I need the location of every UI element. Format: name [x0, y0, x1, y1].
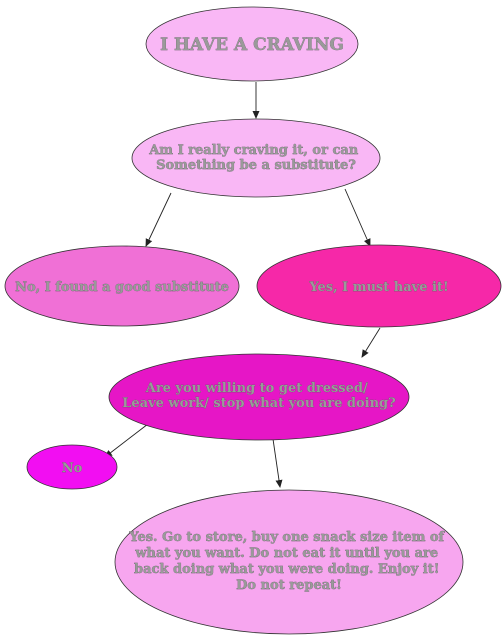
must-have-text: Yes, I must have it! — [308, 280, 448, 295]
arrow-willing-to-yes — [272, 438, 283, 488]
found-substitute-node: No, I found a good substitute — [4, 245, 240, 327]
substitute-question-node: Am I really craving it, or can Something… — [131, 118, 381, 198]
yes-store-ellipse — [114, 489, 464, 635]
craving-node: I HAVE A CRAVING — [145, 6, 359, 82]
craving-ellipse — [145, 6, 359, 82]
arrow-willing-to-no — [104, 423, 149, 458]
found-substitute-text: No, I found a good substitute — [15, 280, 229, 295]
arrow-question-to-substitute — [145, 192, 172, 247]
yes-store-node: Yes. Go to store, buy one snack size ite… — [114, 489, 464, 635]
willing-question-text: Are you willing to get dressed/ Leave wo… — [122, 381, 396, 411]
no-node: No — [26, 444, 118, 490]
found-substitute-ellipse — [4, 245, 240, 327]
must-have-node: Yes, I must have it! — [256, 244, 502, 328]
arrow-question-to-must-have — [344, 188, 371, 247]
willing-question-node: Are you willing to get dressed/ Leave wo… — [108, 353, 410, 441]
must-have-ellipse — [256, 244, 502, 328]
no-ellipse — [26, 444, 118, 490]
craving-text: I HAVE A CRAVING — [160, 35, 344, 55]
substitute-question-text: Am I really craving it, or can Something… — [148, 143, 363, 173]
substitute-question-ellipse — [131, 118, 381, 198]
arrow-must-have-to-willing — [361, 327, 381, 358]
yes-store-text: Yes. Go to store, buy one snack size ite… — [128, 530, 448, 593]
willing-question-ellipse — [108, 353, 410, 441]
no-text: No — [62, 461, 83, 476]
